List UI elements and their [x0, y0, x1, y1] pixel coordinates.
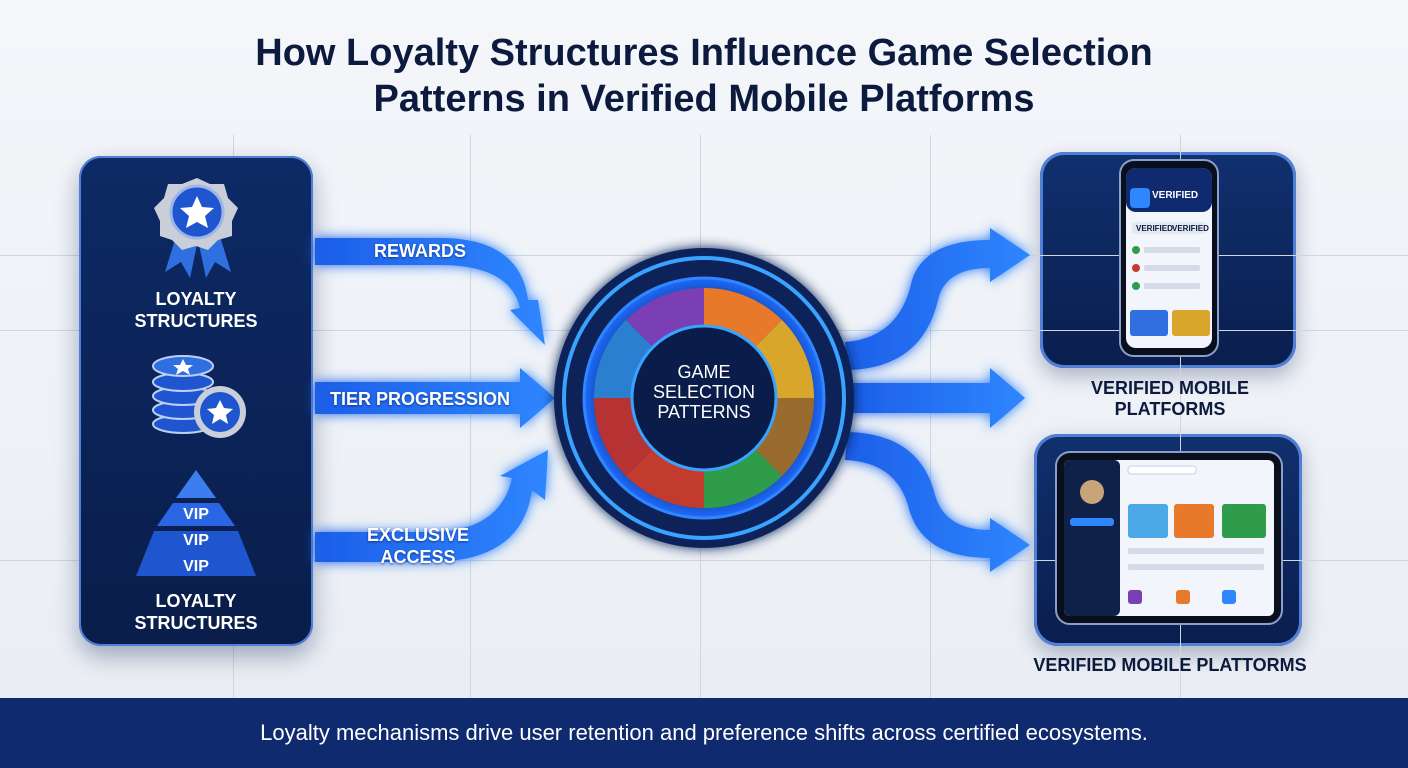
vip-tier-middle: VIP — [183, 532, 209, 549]
grid-line — [1180, 135, 1181, 698]
center-hub — [630, 324, 778, 472]
platform-arrow-bottom — [845, 432, 1030, 572]
rewards-label: REWARDS — [373, 241, 466, 261]
phone-row-label: VERIFIED — [1136, 224, 1173, 233]
label-line: LOYALTY — [155, 289, 237, 309]
coin-stack-icon — [152, 355, 246, 438]
phone-row-label: VERIFIED — [1172, 224, 1209, 233]
vip-tier-bottom: VIP — [183, 558, 209, 575]
label-line: PATTERNS — [657, 402, 751, 422]
rewards-arrow — [315, 238, 545, 345]
title-line-2: Patterns in Verified Mobile Platforms — [373, 78, 1035, 120]
vip-tier-top: VIP — [183, 506, 209, 523]
footer-caption: Loyalty mechanisms drive user retention … — [0, 698, 1408, 768]
game-selection-patterns-label: GAME SELECTION PATTERNS — [632, 362, 776, 422]
label-line: STRUCTURES — [134, 311, 258, 331]
page-title: How Loyalty Structures Influence Game Se… — [0, 30, 1408, 122]
tablet-device — [1055, 451, 1283, 625]
label-line: LOYALTY — [155, 591, 237, 611]
label-line: STRUCTURES — [134, 613, 258, 633]
grid-line — [0, 560, 1408, 561]
tier-progression-label: TIER PROGRESSION — [329, 389, 511, 409]
loyalty-structures-top-label: LOYALTY STRUCTURES — [79, 288, 313, 332]
exclusive-access-arrow — [315, 450, 548, 562]
grid-line — [930, 135, 931, 698]
platform-arrow-middle — [850, 368, 1025, 428]
label-line: PLATFORMS — [1114, 399, 1226, 419]
exclusive-access-label: EXCLUSIVE ACCESS — [330, 524, 506, 568]
grid-line — [470, 135, 471, 698]
loyalty-structures-bottom-label: LOYALTY STRUCTURES — [79, 590, 313, 634]
vip-pyramid-icon — [136, 470, 256, 576]
verified-mobile-platforms-bottom-label: VERIFIED MOBILE PLATTORMS — [1033, 655, 1307, 675]
verified-mobile-platforms-top-label: VERIFIED MOBILE PLATFORMS — [1060, 378, 1280, 420]
platform-arrow-top — [845, 228, 1030, 370]
label-line: VERIFIED MOBILE — [1090, 378, 1249, 398]
label-line: GAME — [677, 362, 731, 382]
tier-progression-arrow — [315, 368, 555, 428]
phone-device — [1119, 159, 1219, 357]
title-line-1: How Loyalty Structures Influence Game Se… — [255, 32, 1153, 74]
label-line: SELECTION — [652, 382, 756, 402]
label-line: EXCLUSIVE — [366, 525, 470, 545]
medal-star-icon — [154, 178, 238, 278]
phone-app-name: VERIFIED — [1152, 190, 1199, 201]
label-line: ACCESS — [380, 547, 456, 567]
